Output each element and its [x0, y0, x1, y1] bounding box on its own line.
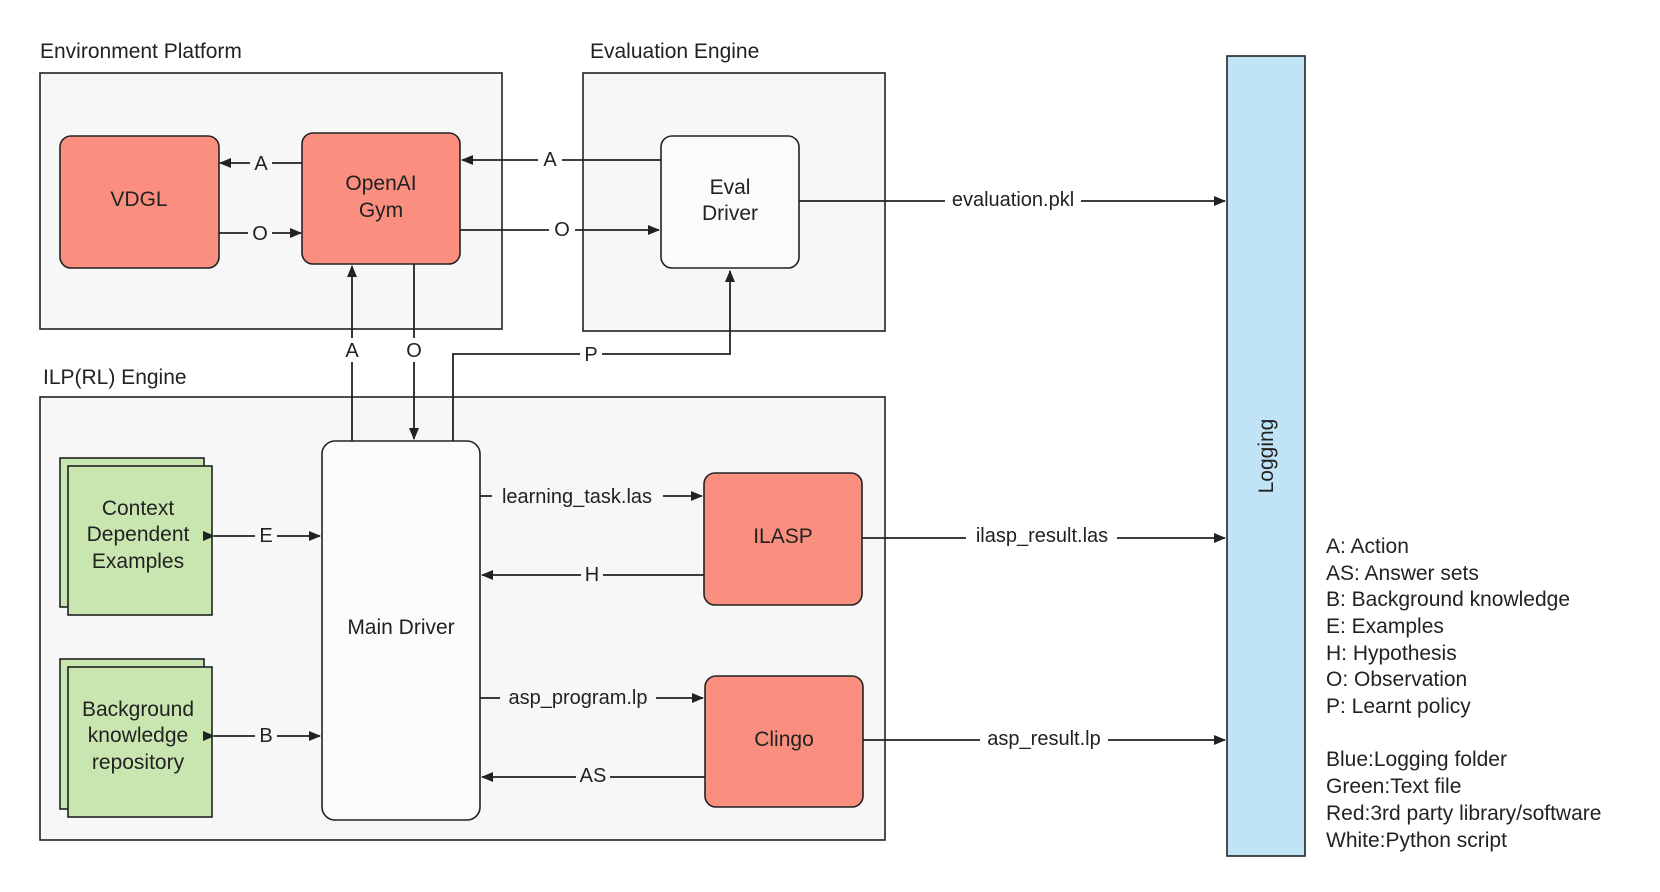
edge-eval-log-label: evaluation.pkl — [952, 189, 1074, 211]
edge-eval-to-gym-label-bg — [538, 148, 562, 172]
edge-asp-program-label: asp_program.lp — [509, 687, 648, 709]
logging-folder — [1226, 55, 1306, 857]
openai-gym-label-2: Gym — [359, 199, 403, 222]
vdgl-label: VDGL — [110, 188, 167, 211]
clingo-label: Clingo — [754, 728, 814, 751]
context-examples-label-3: Examples — [92, 550, 184, 573]
edge-learning-task-label-bg — [492, 483, 663, 509]
legend-item: P: Learnt policy — [1326, 695, 1471, 718]
edge-hypothesis-label-bg — [581, 563, 603, 587]
eval-driver-label-1: Eval — [710, 176, 751, 199]
legend-item: H: Hypothesis — [1326, 642, 1457, 665]
ilasp-label: ILASP — [753, 525, 813, 548]
logging-label: Logging — [1255, 419, 1278, 494]
main-driver-label: Main Driver — [347, 616, 454, 639]
edge-answer-sets-label: AS — [580, 765, 607, 787]
context-examples-file — [67, 465, 213, 616]
edge-ilasp-log-label: ilasp_result.las — [976, 525, 1108, 547]
edge-gym-to-eval-label-bg — [549, 218, 575, 242]
clingo-node — [704, 675, 864, 808]
edge-examples-label-bg — [255, 524, 277, 548]
background-repo-file — [67, 666, 213, 818]
background-repo-label-3: repository — [92, 751, 185, 774]
edge-policy-label: P — [584, 344, 597, 366]
ilasp-node — [703, 472, 863, 606]
edge-gym-to-main-label: O — [406, 340, 422, 362]
edge-answer-sets-label-bg — [576, 764, 610, 790]
vdgl-node — [59, 135, 220, 269]
edge-hypothesis-label: H — [585, 564, 599, 586]
edge-examples-label: E — [259, 525, 272, 547]
eval-driver-label-2: Driver — [702, 202, 758, 225]
edge-background-label: B — [259, 725, 272, 747]
edge-main-to-gym-label-bg — [341, 338, 363, 362]
edge-main-to-gym-label: A — [345, 340, 359, 362]
edge-vdgl-to-gym-label: O — [252, 223, 268, 245]
legend-item: E: Examples — [1326, 615, 1444, 638]
background-repo-label-2: knowledge — [88, 724, 188, 747]
ilp-engine-title: ILP(RL) Engine — [43, 366, 187, 389]
legend-color-item: Green:Text file — [1326, 775, 1461, 798]
background-repo-label-1: Background — [82, 698, 194, 721]
openai-gym-node — [301, 132, 461, 265]
context-examples-label-1: Context — [102, 497, 175, 520]
openai-gym-label-1: OpenAI — [345, 172, 416, 195]
edge-gym-to-vdgl-label: A — [254, 153, 268, 175]
edge-clingo-log-label-bg — [980, 726, 1108, 752]
edge-eval-to-gym-label: A — [543, 149, 557, 171]
edge-gym-to-eval-label: O — [554, 219, 570, 241]
edge-learning-task-label: learning_task.las — [502, 486, 652, 508]
legend-item: A: Action — [1326, 535, 1409, 558]
legend-item: O: Observation — [1326, 668, 1467, 691]
eval-driver-node — [660, 135, 800, 269]
legend: A: Action AS: Answer sets B: Background … — [1326, 535, 1601, 852]
legend-item: AS: Answer sets — [1326, 562, 1479, 585]
evaluation-engine-title: Evaluation Engine — [590, 40, 759, 63]
main-driver-node — [321, 440, 481, 821]
legend-item: B: Background knowledge — [1326, 588, 1570, 611]
edge-vdgl-to-gym-label-bg — [248, 221, 272, 245]
edge-background-label-bg — [255, 724, 277, 748]
legend-color-item: Red:3rd party library/software — [1326, 802, 1601, 825]
edge-clingo-log-label: asp_result.lp — [987, 728, 1100, 750]
legend-color-item: White:Python script — [1326, 829, 1507, 852]
context-examples-label-2: Dependent — [87, 523, 190, 546]
edge-gym-to-vdgl-label-bg — [250, 151, 272, 175]
edge-eval-log-label-bg — [945, 187, 1081, 213]
legend-color-item: Blue:Logging folder — [1326, 748, 1507, 771]
edge-ilasp-log-label-bg — [966, 524, 1117, 550]
edge-gym-to-main-label-bg — [402, 338, 426, 362]
edge-policy-label-bg — [580, 342, 602, 366]
environment-platform-title: Environment Platform — [40, 40, 242, 63]
edge-asp-program-label-bg — [500, 685, 656, 711]
